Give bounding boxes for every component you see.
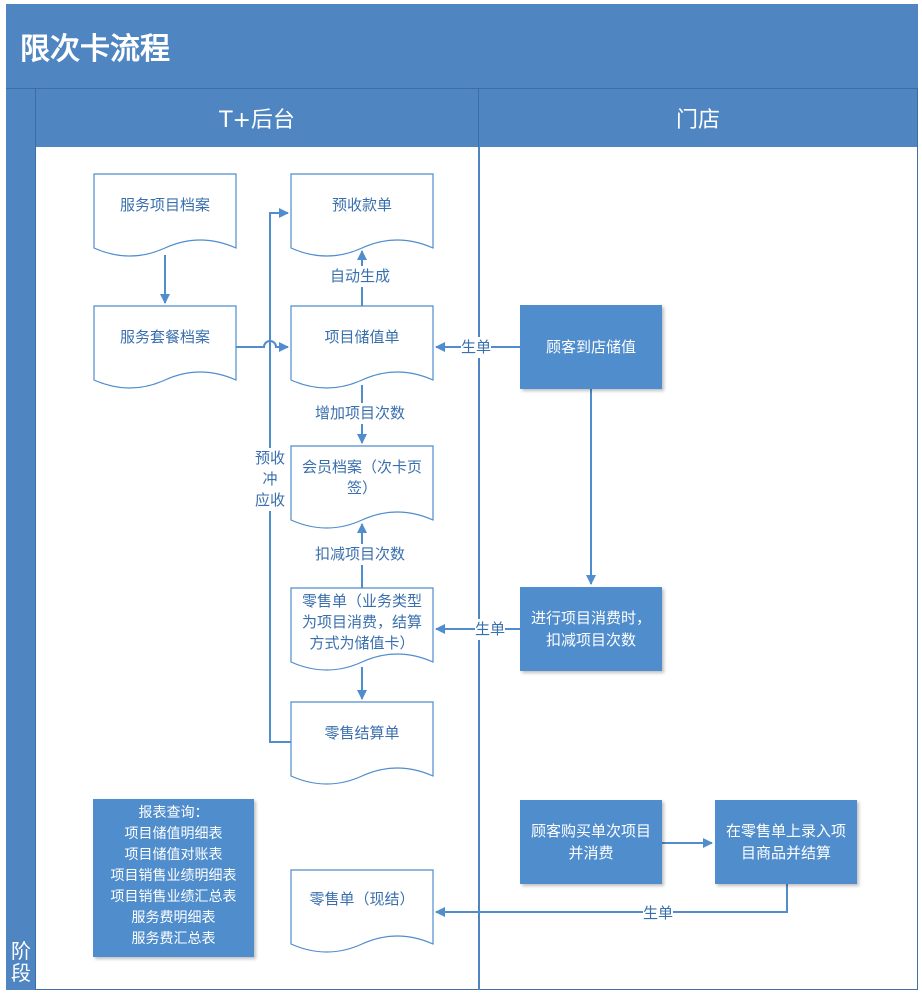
node-item-deposit-order: 项目储值单 xyxy=(324,327,400,346)
node-consume-line1: 进行项目消费时， xyxy=(530,609,651,627)
report-heading: 报表查询： xyxy=(138,805,209,821)
report-item: 项目储值明细表 xyxy=(124,826,223,842)
node-advance-receipt: 预收款单 xyxy=(331,195,392,214)
report-query-box: 报表查询： 项目储值明细表 项目储值对账表 项目销售业绩明细表 项目销售业绩汇总… xyxy=(93,799,254,957)
report-item: 项目销售业绩明细表 xyxy=(110,868,237,884)
node-retail-order-line1: 零售单（业务类型 xyxy=(301,591,422,610)
node-member-archive-line2: 签） xyxy=(346,479,377,497)
phase-column xyxy=(6,89,36,990)
node-service-package-archive: 服务套餐档案 xyxy=(119,327,210,346)
doc-shape-service-package xyxy=(93,305,237,389)
lane-header-store: 门店 xyxy=(479,89,918,147)
report-item: 项目销售业绩汇总表 xyxy=(110,889,237,905)
edge-package-to-deposit xyxy=(236,340,289,352)
phase-label: 阶段 xyxy=(11,939,31,985)
edge-label-auto-generate: 自动生成 xyxy=(330,266,391,287)
lane-divider xyxy=(478,147,480,990)
node-member-archive: 会员档案（次卡页 签） xyxy=(291,452,433,504)
node-enter-retail-line2: 目商品并结算 xyxy=(740,844,831,862)
node-service-item-archive: 服务项目档案 xyxy=(119,195,210,214)
edge-label-generate-2: 生单 xyxy=(475,619,506,640)
doc-shape-advance-receipt xyxy=(290,173,434,257)
edge-label-offset-line1: 预收 xyxy=(254,449,285,467)
doc-shape-item-deposit xyxy=(290,305,434,389)
doc-shape-member-archive xyxy=(290,445,434,529)
node-enter-retail: 在零售单上录入项 目商品并结算 xyxy=(715,800,857,884)
node-customer-deposit: 顾客到店储值 xyxy=(520,305,662,389)
edge-label-deduct-count: 扣减项目次数 xyxy=(315,544,406,565)
node-buy-single-line2: 并消费 xyxy=(568,844,614,862)
doc-shape-service-item xyxy=(93,173,237,257)
diagram-title: 限次卡流程 xyxy=(20,32,170,67)
node-retail-cash: 零售单（现结） xyxy=(309,889,415,908)
node-buy-single: 顾客购买单次项目 并消费 xyxy=(520,800,662,884)
edge-label-offset-line3: 应收 xyxy=(254,491,285,509)
edge-label-add-count: 增加项目次数 xyxy=(315,403,406,424)
node-retail-settlement: 零售结算单 xyxy=(324,723,400,742)
report-item: 服务费明细表 xyxy=(131,910,216,926)
node-buy-single-line1: 顾客购买单次项目 xyxy=(530,822,651,840)
lane-header-backend: T+后台 xyxy=(36,89,479,147)
node-retail-order-line3: 方式为储值卡） xyxy=(309,633,415,652)
edge-label-offset-line2: 冲 xyxy=(262,470,278,488)
node-enter-retail-line1: 在零售单上录入项 xyxy=(725,822,846,840)
title-bar xyxy=(6,4,918,89)
doc-shape-retail-settlement xyxy=(290,701,434,785)
node-retail-order: 零售单（业务类型 为项目消费，结算 方式为储值卡） xyxy=(291,590,433,654)
doc-shape-retail-cash xyxy=(290,869,434,953)
node-consume-deduct: 进行项目消费时， 扣减项目次数 xyxy=(520,587,662,671)
edge-enter-to-retail-cash xyxy=(435,884,788,917)
node-member-archive-line1: 会员档案（次卡页 xyxy=(301,458,422,476)
report-item: 项目储值对账表 xyxy=(124,847,223,863)
edge-label-offset: 预收 冲 应收 xyxy=(253,448,287,511)
doc-shape-retail-order xyxy=(290,587,434,671)
node-consume-line2: 扣减项目次数 xyxy=(545,631,636,649)
report-item: 服务费汇总表 xyxy=(131,931,216,947)
edge-label-generate-1: 生单 xyxy=(461,337,492,358)
edge-label-generate-3: 生单 xyxy=(643,903,674,924)
node-retail-order-line2: 为项目消费，结算 xyxy=(301,612,422,631)
